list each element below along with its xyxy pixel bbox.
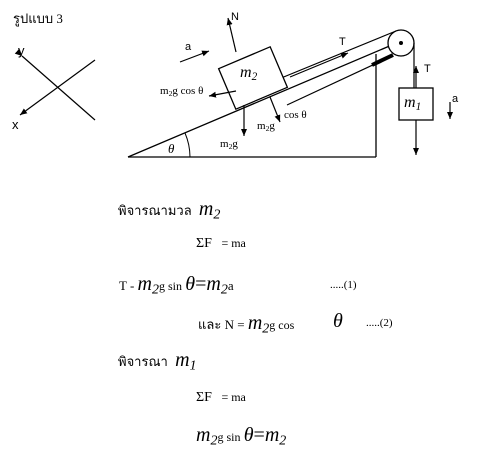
force-left-label: m2g cos θ bbox=[160, 85, 204, 98]
normal-force-arrow bbox=[226, 17, 237, 53]
component-left-arrow bbox=[208, 90, 237, 98]
pulley bbox=[268, 29, 415, 106]
equation-1-number: .....(1) bbox=[330, 279, 357, 291]
rope-upper bbox=[268, 30, 397, 84]
tension-incline-label: T bbox=[339, 36, 346, 48]
block-m2 bbox=[217, 45, 289, 111]
equation-2-theta: θ bbox=[333, 310, 343, 332]
pulley-axle bbox=[399, 41, 403, 45]
tension-hanging-label: T bbox=[424, 63, 431, 75]
header-title: รูปแบบ 3 bbox=[13, 11, 63, 26]
component-down-arrow bbox=[269, 96, 281, 123]
y-axis-line bbox=[14, 49, 96, 121]
equation-1: T - m2g sin θ=m2a bbox=[119, 273, 234, 298]
accel-m2-arrow bbox=[179, 50, 210, 63]
equation-2: และ N = m2g cos bbox=[198, 312, 295, 337]
x-axis-line bbox=[19, 59, 96, 116]
equation-2-number: .....(2) bbox=[366, 317, 393, 329]
rope-lower bbox=[286, 55, 393, 106]
force-arrows bbox=[179, 17, 453, 155]
sum-force-eq-1: ΣF = ma bbox=[196, 236, 246, 251]
incline-slope bbox=[127, 41, 400, 158]
sum-force-eq-2: ΣF = ma bbox=[196, 390, 246, 405]
accel-m2-label: a bbox=[185, 41, 192, 53]
angle-arc bbox=[184, 132, 191, 158]
weight-base-label: m2g bbox=[220, 138, 238, 151]
equation-3: m2g sin θ=m2 bbox=[196, 424, 287, 449]
y-axis-label: y bbox=[18, 43, 25, 58]
consider-m1-line: พิจารณา m1 bbox=[118, 349, 197, 374]
consider-m2-line: พิจารณามวล m2 bbox=[118, 198, 221, 223]
axes-cross bbox=[14, 49, 96, 121]
force-down-small-label: m2g bbox=[257, 120, 275, 133]
tension-incline-arrow bbox=[289, 52, 349, 78]
angle-label: θ bbox=[168, 141, 175, 156]
force-right-label: cos θ bbox=[284, 109, 307, 121]
block-m1-label: m1 bbox=[404, 94, 422, 113]
accel-m1-label: a bbox=[452, 93, 459, 105]
normal-force-label: N bbox=[231, 11, 239, 23]
block-m2-label: m2 bbox=[240, 64, 258, 83]
x-axis-label: x bbox=[12, 117, 19, 132]
